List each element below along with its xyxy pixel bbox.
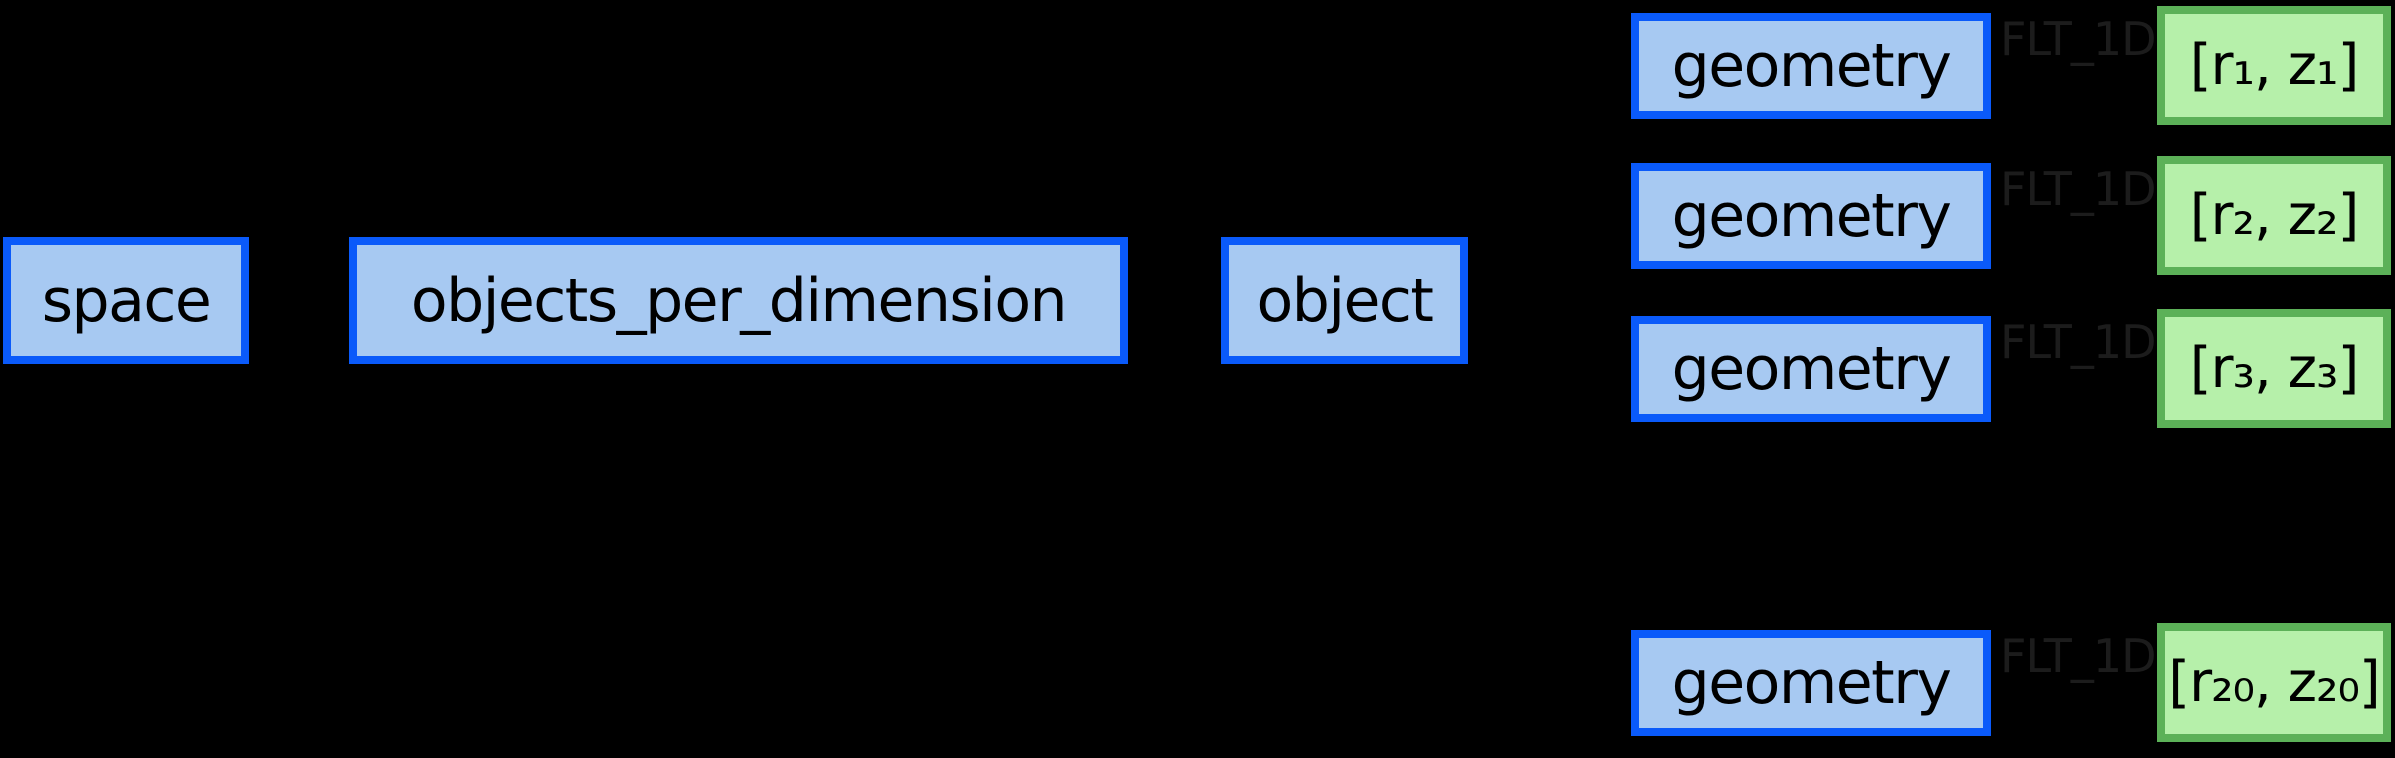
arrowhead-value-4	[2139, 674, 2163, 692]
node-value-2-label: [r₂, z₂]	[2189, 182, 2360, 248]
node-value-1-label: [r₁, z₁]	[2189, 32, 2360, 98]
edge-label-flt1d-20: FLT_1D	[2000, 629, 2157, 683]
node-value-3: [r₃, z₃]	[2157, 309, 2391, 428]
node-geometry-1: geometry	[1631, 13, 1991, 119]
node-geometry-3: geometry	[1631, 316, 1991, 422]
node-geometry-20: geometry	[1631, 630, 1991, 736]
node-objects-per-dimension-label: objects_per_dimension	[410, 265, 1068, 336]
edge-label-flt1d-1: FLT_1D	[2000, 12, 2157, 66]
edge-object-to-geometry-4	[1461, 297, 1615, 686]
node-object-label: object	[1256, 265, 1434, 336]
node-geometry-1-label: geometry	[1671, 31, 1952, 101]
node-geometry-20-label: geometry	[1671, 648, 1952, 718]
arrowhead-geometry-2	[1613, 207, 1637, 225]
node-objects-per-dimension: objects_per_dimension	[349, 237, 1128, 364]
edge-label-flt1d-2: FLT_1D	[2000, 162, 2157, 216]
node-value-2: [r₂, z₂]	[2157, 156, 2391, 275]
arrowhead-object	[1203, 291, 1227, 309]
node-value-1: [r₁, z₁]	[2157, 6, 2391, 125]
node-value-3-label: [r₃, z₃]	[2189, 335, 2360, 401]
node-geometry-2: geometry	[1631, 163, 1991, 269]
arrowhead-geometry-1	[1613, 57, 1637, 75]
arrowhead-value-2	[2139, 207, 2163, 225]
arrowhead-geometry-4	[1613, 674, 1637, 692]
node-value-20-label: [r₂₀, z₂₀]	[2168, 649, 2381, 715]
arrowhead-value-3	[2139, 360, 2163, 378]
edge-object-to-geometry-2	[1461, 213, 1615, 303]
node-space-label: space	[41, 265, 212, 336]
node-space: space	[3, 237, 249, 364]
edge-arrowheads	[331, 57, 2163, 692]
node-geometry-2-label: geometry	[1671, 181, 1952, 251]
edge-lines	[243, 63, 2140, 686]
edge-object-to-geometry-1	[1461, 63, 1615, 303]
arrowhead-value-1	[2139, 57, 2163, 75]
edge-label-flt1d-3: FLT_1D	[2000, 315, 2157, 369]
node-object: object	[1221, 237, 1468, 364]
arrowhead-geometry-3	[1613, 360, 1637, 378]
edge-object-to-geometry-3	[1461, 297, 1615, 372]
arrowhead-opd	[331, 291, 355, 309]
node-value-20: [r₂₀, z₂₀]	[2157, 623, 2391, 742]
node-geometry-3-label: geometry	[1671, 334, 1952, 404]
